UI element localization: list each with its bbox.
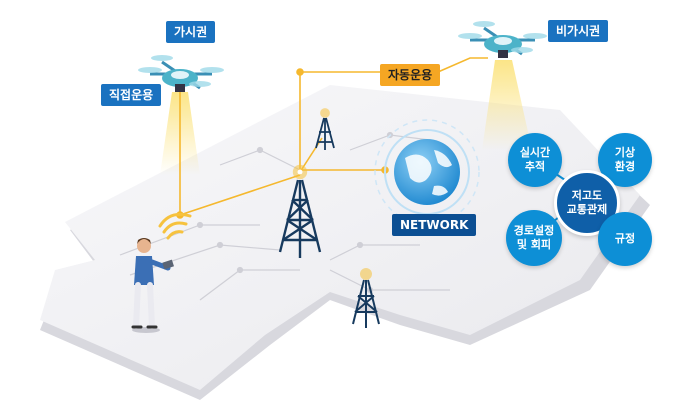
label-visible-range: 가시권: [166, 21, 216, 43]
drone-left-icon: [138, 55, 224, 92]
atm-center: 저고도 교통관제: [554, 170, 620, 236]
atm-tracking: 실시간 추적: [508, 133, 562, 187]
signal-icon: [158, 212, 192, 240]
drone-beam-right: [482, 60, 532, 150]
atm-routing: 경로설정 및 회피: [506, 210, 562, 266]
main-tower-icon: [278, 164, 322, 258]
label-beyond-visual: 비가시권: [548, 20, 609, 42]
operator-person: [131, 238, 174, 333]
atm-regulation: 규정: [598, 212, 652, 266]
label-direct-operation: 직접운용: [101, 84, 162, 106]
small-tower-icon: [315, 108, 335, 150]
label-network: NETWORK: [392, 214, 477, 236]
label-auto-operation: 자동운용: [380, 64, 441, 86]
bottom-tower-icon: [352, 268, 380, 328]
drone-right-icon: [458, 21, 547, 58]
